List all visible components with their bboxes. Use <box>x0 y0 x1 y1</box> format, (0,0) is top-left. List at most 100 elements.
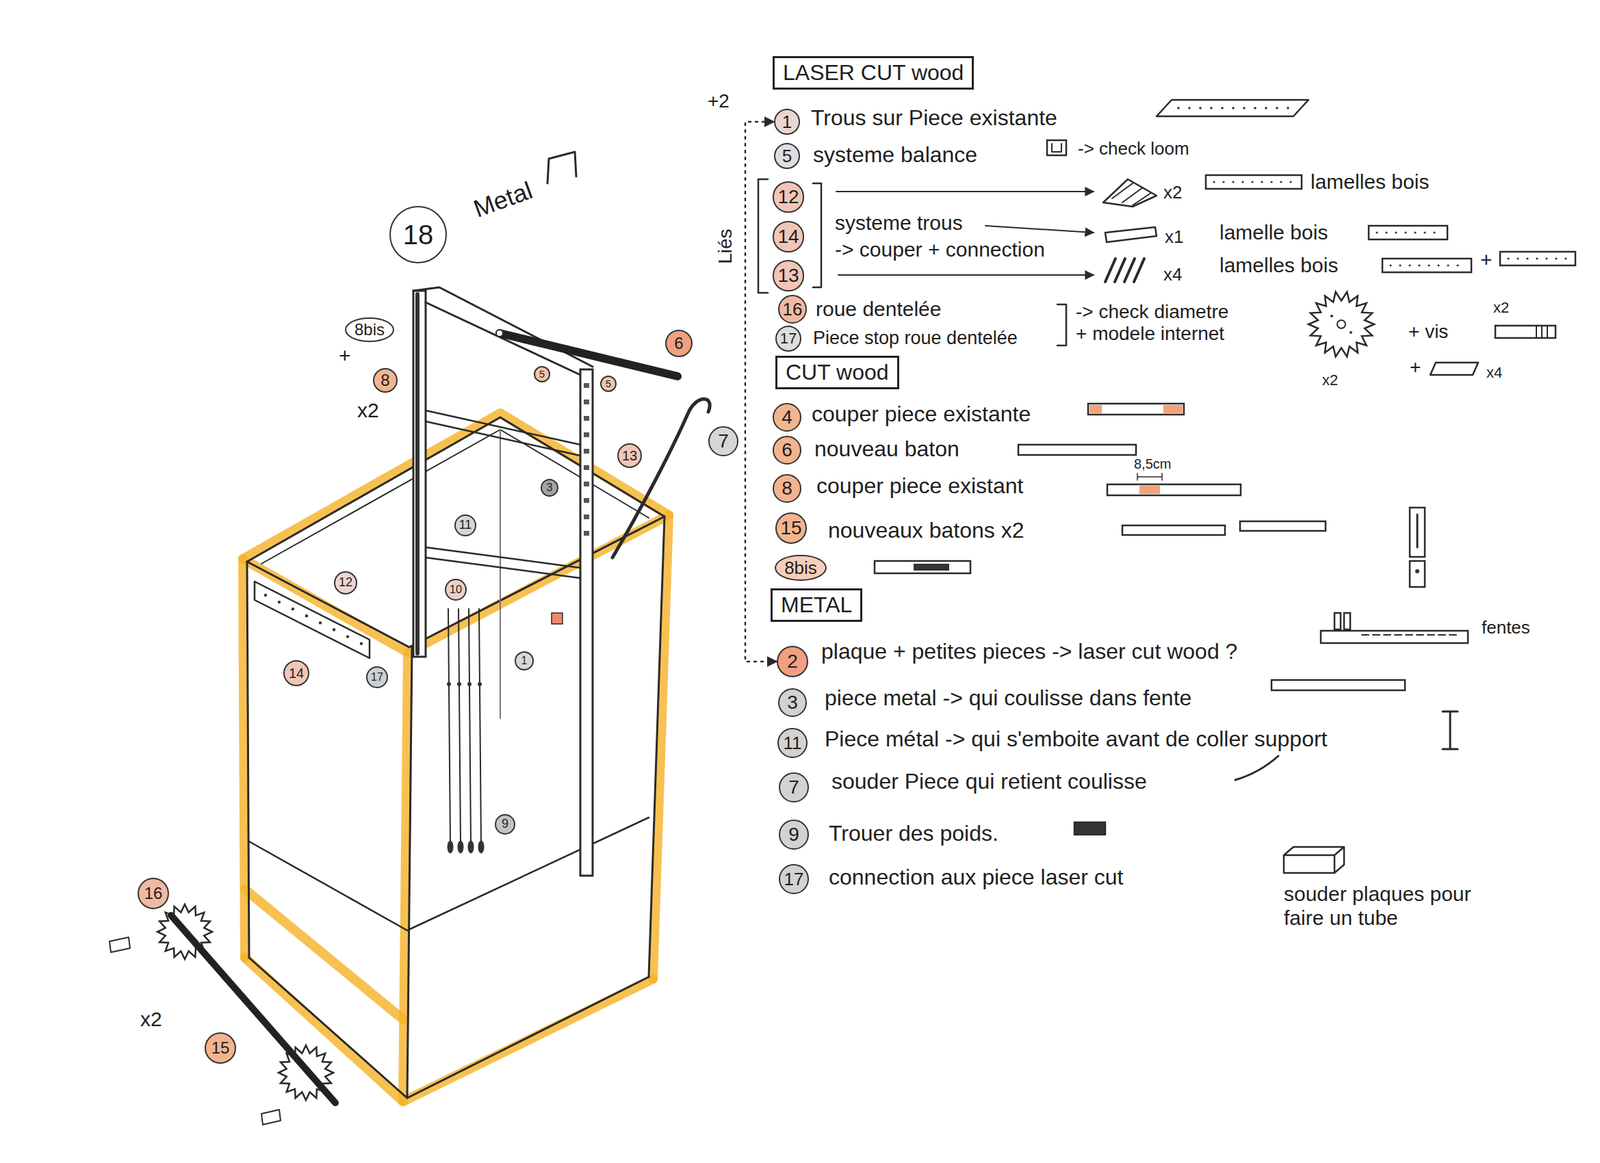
callout-number: 12 <box>333 571 358 595</box>
inner-plank <box>425 421 581 456</box>
callout-number: 6 <box>772 435 802 465</box>
hole-dot <box>1385 231 1388 234</box>
hole-dot <box>1456 264 1459 267</box>
gear-dot <box>1349 331 1353 334</box>
section-heading: LASER CUT wood <box>772 56 974 90</box>
gear-hub <box>1337 320 1346 329</box>
callout-number: 5 <box>533 366 551 384</box>
hole-dot <box>1253 106 1257 110</box>
new-stick <box>499 333 678 377</box>
callout-number: 13 <box>617 443 642 469</box>
hole-dot <box>1404 231 1407 234</box>
note-text: + <box>1480 248 1493 273</box>
callout-number: 8 <box>372 368 398 393</box>
note-text: systeme balance <box>813 142 978 168</box>
hole-dot <box>1535 257 1538 260</box>
note-text: souder Piece qui retient coulisse <box>831 769 1147 795</box>
metal-clip-icon <box>1442 711 1458 750</box>
note-text: Piece métal -> qui s'emboite avant de co… <box>824 726 1328 753</box>
node-text: 7 <box>788 777 800 799</box>
hole-dot <box>1286 106 1290 110</box>
node-text: CUT wood <box>785 360 889 385</box>
thread-knot <box>457 682 462 687</box>
post-hole <box>583 399 590 405</box>
plate-slot <box>1372 634 1380 636</box>
hole-dot <box>1408 264 1411 267</box>
slat-hole <box>318 621 322 625</box>
weight-icon <box>1074 822 1106 835</box>
slat-hatching <box>1112 183 1152 206</box>
cut-mark <box>913 563 950 571</box>
node-text: 13 <box>777 265 799 287</box>
hole-dot <box>1177 106 1180 110</box>
callout-number: 1 <box>514 651 534 671</box>
note-text: x4 <box>1163 264 1182 286</box>
node-text: LASER CUT wood <box>782 60 964 85</box>
node-text: 8 <box>781 478 793 500</box>
plate-slot <box>1449 634 1457 636</box>
post-hole <box>583 481 590 487</box>
stick-icon <box>1018 444 1137 456</box>
metal-plate-mark <box>551 613 563 625</box>
warp-thread <box>468 609 471 844</box>
cut-mark <box>1163 405 1183 414</box>
note-text: fentes <box>1481 617 1531 639</box>
callout-number: 4 <box>772 403 802 432</box>
note-text: + <box>338 344 352 369</box>
balance-icon <box>1051 143 1062 152</box>
group-bracket <box>813 183 822 288</box>
plate-slot <box>1394 634 1402 636</box>
hidden-edge <box>499 429 501 719</box>
node-text: 5 <box>782 146 792 167</box>
slat-hole <box>264 594 267 597</box>
left-post-shade <box>415 294 420 654</box>
slat-icon <box>1133 258 1145 282</box>
node-text: 5 <box>539 368 545 381</box>
node-text: 8 <box>380 371 390 390</box>
hole-dot <box>1437 264 1440 267</box>
hole-dot <box>1417 264 1421 267</box>
upright-slot <box>1416 514 1419 548</box>
callout-number: 5 <box>773 143 800 170</box>
upright-hole <box>1415 569 1420 574</box>
note-text: + vis <box>1408 320 1449 343</box>
node-text: 16 <box>144 884 163 903</box>
node-text: 11 <box>783 733 803 754</box>
hole-dot <box>1526 257 1529 260</box>
node-text: 3 <box>546 481 553 495</box>
plate-tab <box>1344 613 1351 630</box>
node-text: 2 <box>786 651 798 673</box>
note-text: x2 <box>1163 182 1182 204</box>
note-text: -> check loom <box>1077 138 1190 160</box>
note-text: Trouer des poids. <box>828 821 999 847</box>
callout-number: 3 <box>778 688 807 718</box>
node-text: METAL <box>780 593 853 618</box>
hole-dot <box>1433 231 1436 234</box>
pointer-arrow <box>985 225 1094 233</box>
top-beam <box>425 302 581 376</box>
inner-plank <box>425 410 581 445</box>
callout-number: 17 <box>775 325 802 352</box>
stick-icon <box>1122 525 1225 536</box>
node-text: 11 <box>459 518 473 533</box>
node-text: 12 <box>777 186 799 209</box>
hole-dot <box>1209 106 1213 110</box>
callout-number: 7 <box>778 772 809 803</box>
thread-weight <box>478 841 484 854</box>
node-text: 5 <box>605 378 612 391</box>
plate-tab <box>1334 613 1341 630</box>
rotated-note: Liés <box>714 228 737 264</box>
hole-dot <box>1413 231 1416 234</box>
hole-dot <box>1389 264 1392 267</box>
post-hole <box>583 383 590 389</box>
node-text: 1 <box>521 654 528 668</box>
callout-number: 8bis <box>344 317 395 343</box>
callout-number: 14 <box>283 660 310 687</box>
slat-hole <box>291 607 295 611</box>
node-text: 16 <box>782 299 803 320</box>
note-text: nouveaux batons x2 <box>828 518 1024 544</box>
node-text: 8bis <box>784 558 818 579</box>
section-heading: CUT wood <box>775 355 900 390</box>
callout-number: 12 <box>772 181 804 213</box>
note-text: plaque + petites pieces -> laser cut woo… <box>821 639 1238 665</box>
